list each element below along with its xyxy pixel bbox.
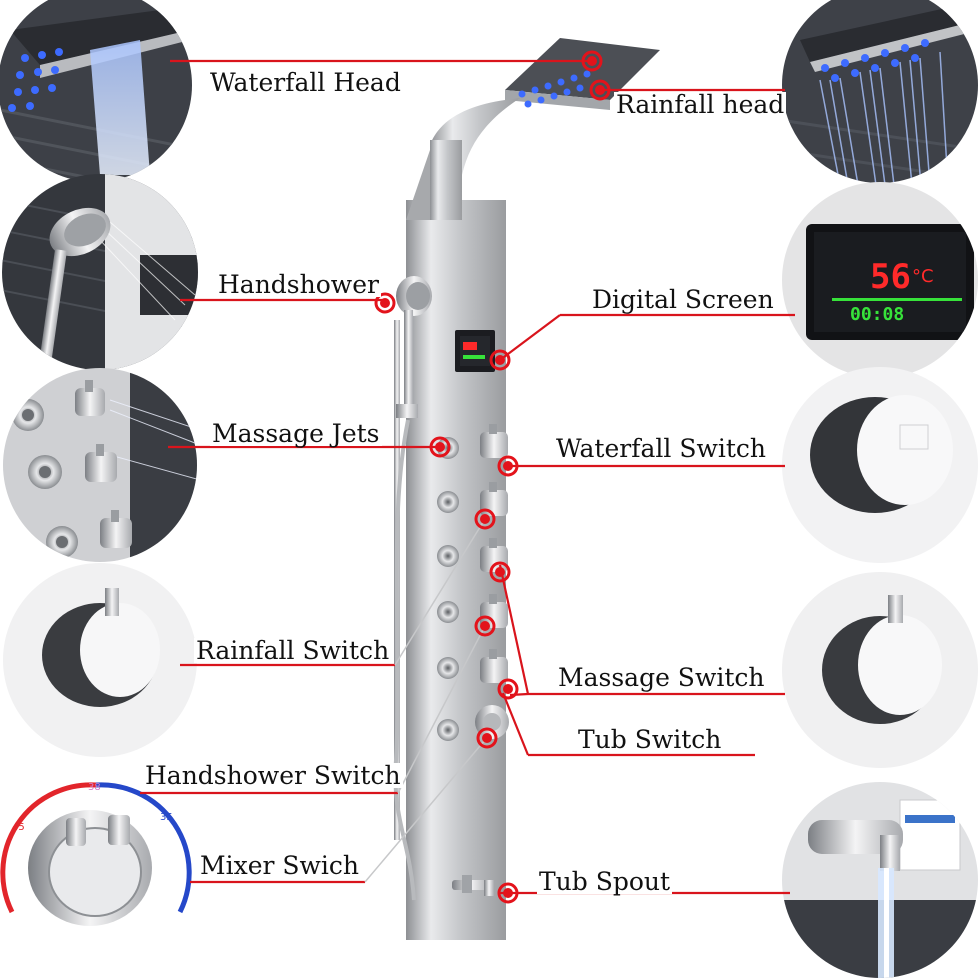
label-digital-screen: Digital Screen [590, 285, 776, 314]
screen-timer: 00:08 [850, 304, 904, 325]
label-massage-switch: Massage Switch [556, 663, 767, 692]
digital-screen-detail: 56 °C 00:08 [782, 182, 978, 378]
marker-mixer-swich [476, 727, 498, 749]
screen-temperature: 56 [870, 257, 911, 297]
massage-switch-detail [782, 572, 978, 768]
tub-spout-detail [782, 782, 978, 978]
marker-waterfall-switch [497, 455, 519, 477]
rainfall-switch-detail [3, 563, 197, 757]
marker-massage-jets [429, 436, 451, 458]
handshower-detail [2, 174, 198, 370]
massage-jets-detail [3, 368, 197, 562]
label-waterfall-head: Waterfall Head [208, 68, 403, 97]
callout-lines [140, 59, 795, 895]
label-tub-switch: Tub Switch [576, 725, 724, 754]
marker-massage-switch [489, 561, 511, 583]
label-tub-spout: Tub Spout [537, 867, 673, 896]
callout-markers [374, 50, 611, 904]
label-rainfall-head: Rainfall head [614, 90, 787, 119]
mixer-knob [28, 810, 152, 926]
dial-label-top: 38 [88, 782, 101, 793]
waterfall-switch-detail [782, 367, 978, 563]
rainfall-head-detail [782, 0, 978, 183]
marker-rainfall-switch [474, 508, 496, 530]
label-massage-jets: Massage Jets [210, 419, 382, 448]
waterfall-head-detail [0, 0, 192, 182]
marker-rainfall-head [589, 79, 611, 101]
shower-panel [393, 38, 660, 940]
label-handshower-switch: Handshower Switch [143, 761, 403, 790]
label-waterfall-switch: Waterfall Switch [554, 434, 768, 463]
marker-tub-spout [497, 882, 519, 904]
dial-label-left: 45 [12, 822, 25, 833]
label-handshower: Handshower [216, 270, 381, 299]
hot-arc [0, 782, 97, 914]
label-rainfall-switch: Rainfall Switch [194, 636, 392, 665]
marker-tub-switch [497, 678, 519, 700]
cold-arc [95, 782, 192, 914]
marker-handshower-switch [474, 615, 496, 637]
screen-unit: °C [912, 266, 934, 287]
marker-waterfall-head [581, 50, 603, 72]
dial-label-right: 35 [160, 812, 173, 823]
marker-handshower [374, 292, 396, 314]
label-mixer-swich: Mixer Swich [198, 851, 362, 880]
marker-digital-screen [489, 349, 511, 371]
